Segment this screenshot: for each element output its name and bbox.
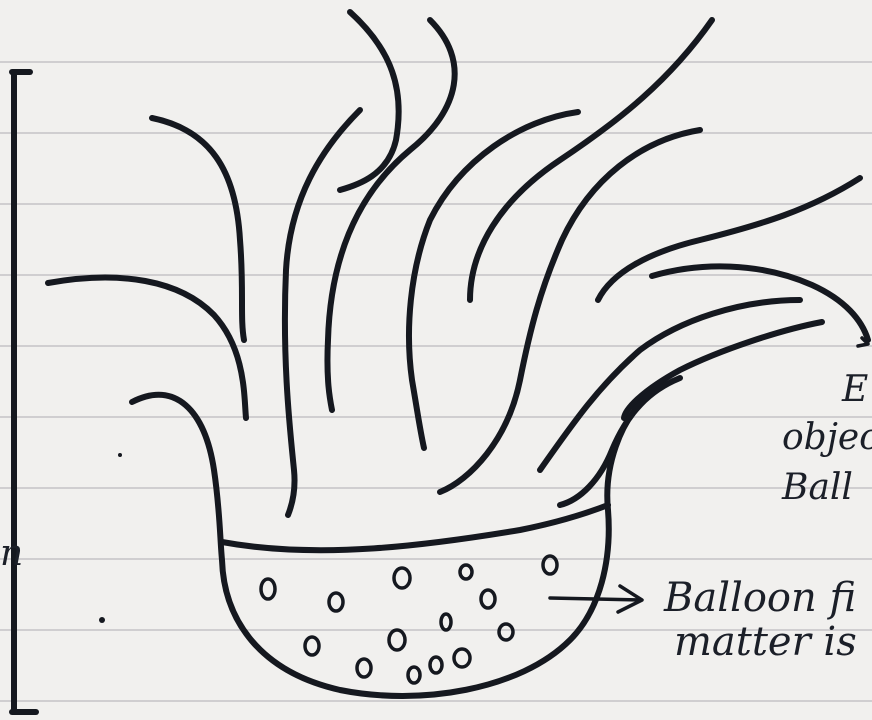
matter-arrow [550, 586, 642, 612]
pen-dot [118, 453, 122, 457]
label-right-top-line3: Ball [782, 470, 853, 506]
matter-particles [261, 556, 557, 683]
label-left-edge: n [0, 536, 23, 572]
label-right-top-line2: object [782, 420, 872, 456]
balloon-bowl [132, 392, 652, 696]
label-right-top-line1: E [842, 372, 868, 408]
pen-dot [99, 617, 105, 623]
label-balloon-line2: matter is [674, 622, 857, 662]
hot-air-lines [48, 12, 868, 515]
height-bracket [12, 72, 36, 712]
label-balloon-line1: Balloon fi [664, 578, 856, 618]
